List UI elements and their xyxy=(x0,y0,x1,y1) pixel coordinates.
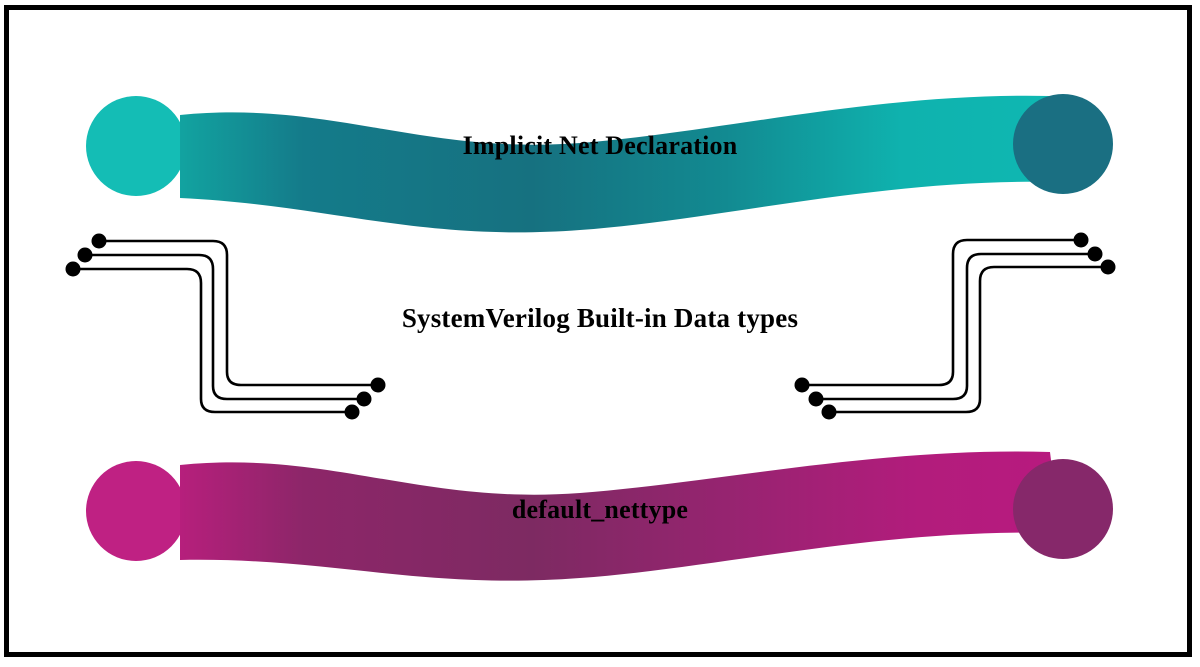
right-trace-1-start-dot xyxy=(1073,232,1089,248)
right-trace-2-start-dot xyxy=(1087,246,1103,262)
left-trace-1-end-dot xyxy=(370,377,386,393)
left-circuit-traces xyxy=(65,233,386,420)
banner-top xyxy=(86,94,1113,233)
right-circuit-traces xyxy=(794,232,1116,420)
right-trace-3-start-dot xyxy=(1100,259,1116,275)
left-trace-2 xyxy=(85,253,364,401)
banner-top-right-circle xyxy=(1013,94,1113,194)
page-title: SystemVerilog Built-in Data types xyxy=(401,303,799,333)
right-trace-1 xyxy=(802,238,1081,387)
banner-top-left-circle xyxy=(86,96,186,196)
right-trace-1-end-dot xyxy=(794,377,810,393)
left-trace-1-start-dot xyxy=(91,233,107,249)
right-trace-2-end-dot xyxy=(808,391,824,407)
left-trace-3-end-dot xyxy=(344,404,360,420)
left-trace-1 xyxy=(99,239,378,387)
left-trace-2-start-dot xyxy=(77,247,93,263)
left-trace-2-end-dot xyxy=(356,391,372,407)
right-trace-3-end-dot xyxy=(821,404,837,420)
right-trace-3 xyxy=(829,265,1108,414)
right-trace-2 xyxy=(816,252,1095,401)
banner-top-ribbon xyxy=(180,95,1060,233)
banner-top-label: Implicit Net Declaration xyxy=(462,131,738,160)
left-trace-3 xyxy=(73,267,352,414)
left-trace-3-start-dot xyxy=(65,261,81,277)
banner-bottom-label: default_nettype xyxy=(511,495,689,524)
banner-bottom-left-circle xyxy=(86,461,186,561)
banner-bottom-right-circle xyxy=(1013,459,1113,559)
banner-bottom-ribbon xyxy=(180,451,1060,581)
banner-bottom xyxy=(86,451,1113,581)
